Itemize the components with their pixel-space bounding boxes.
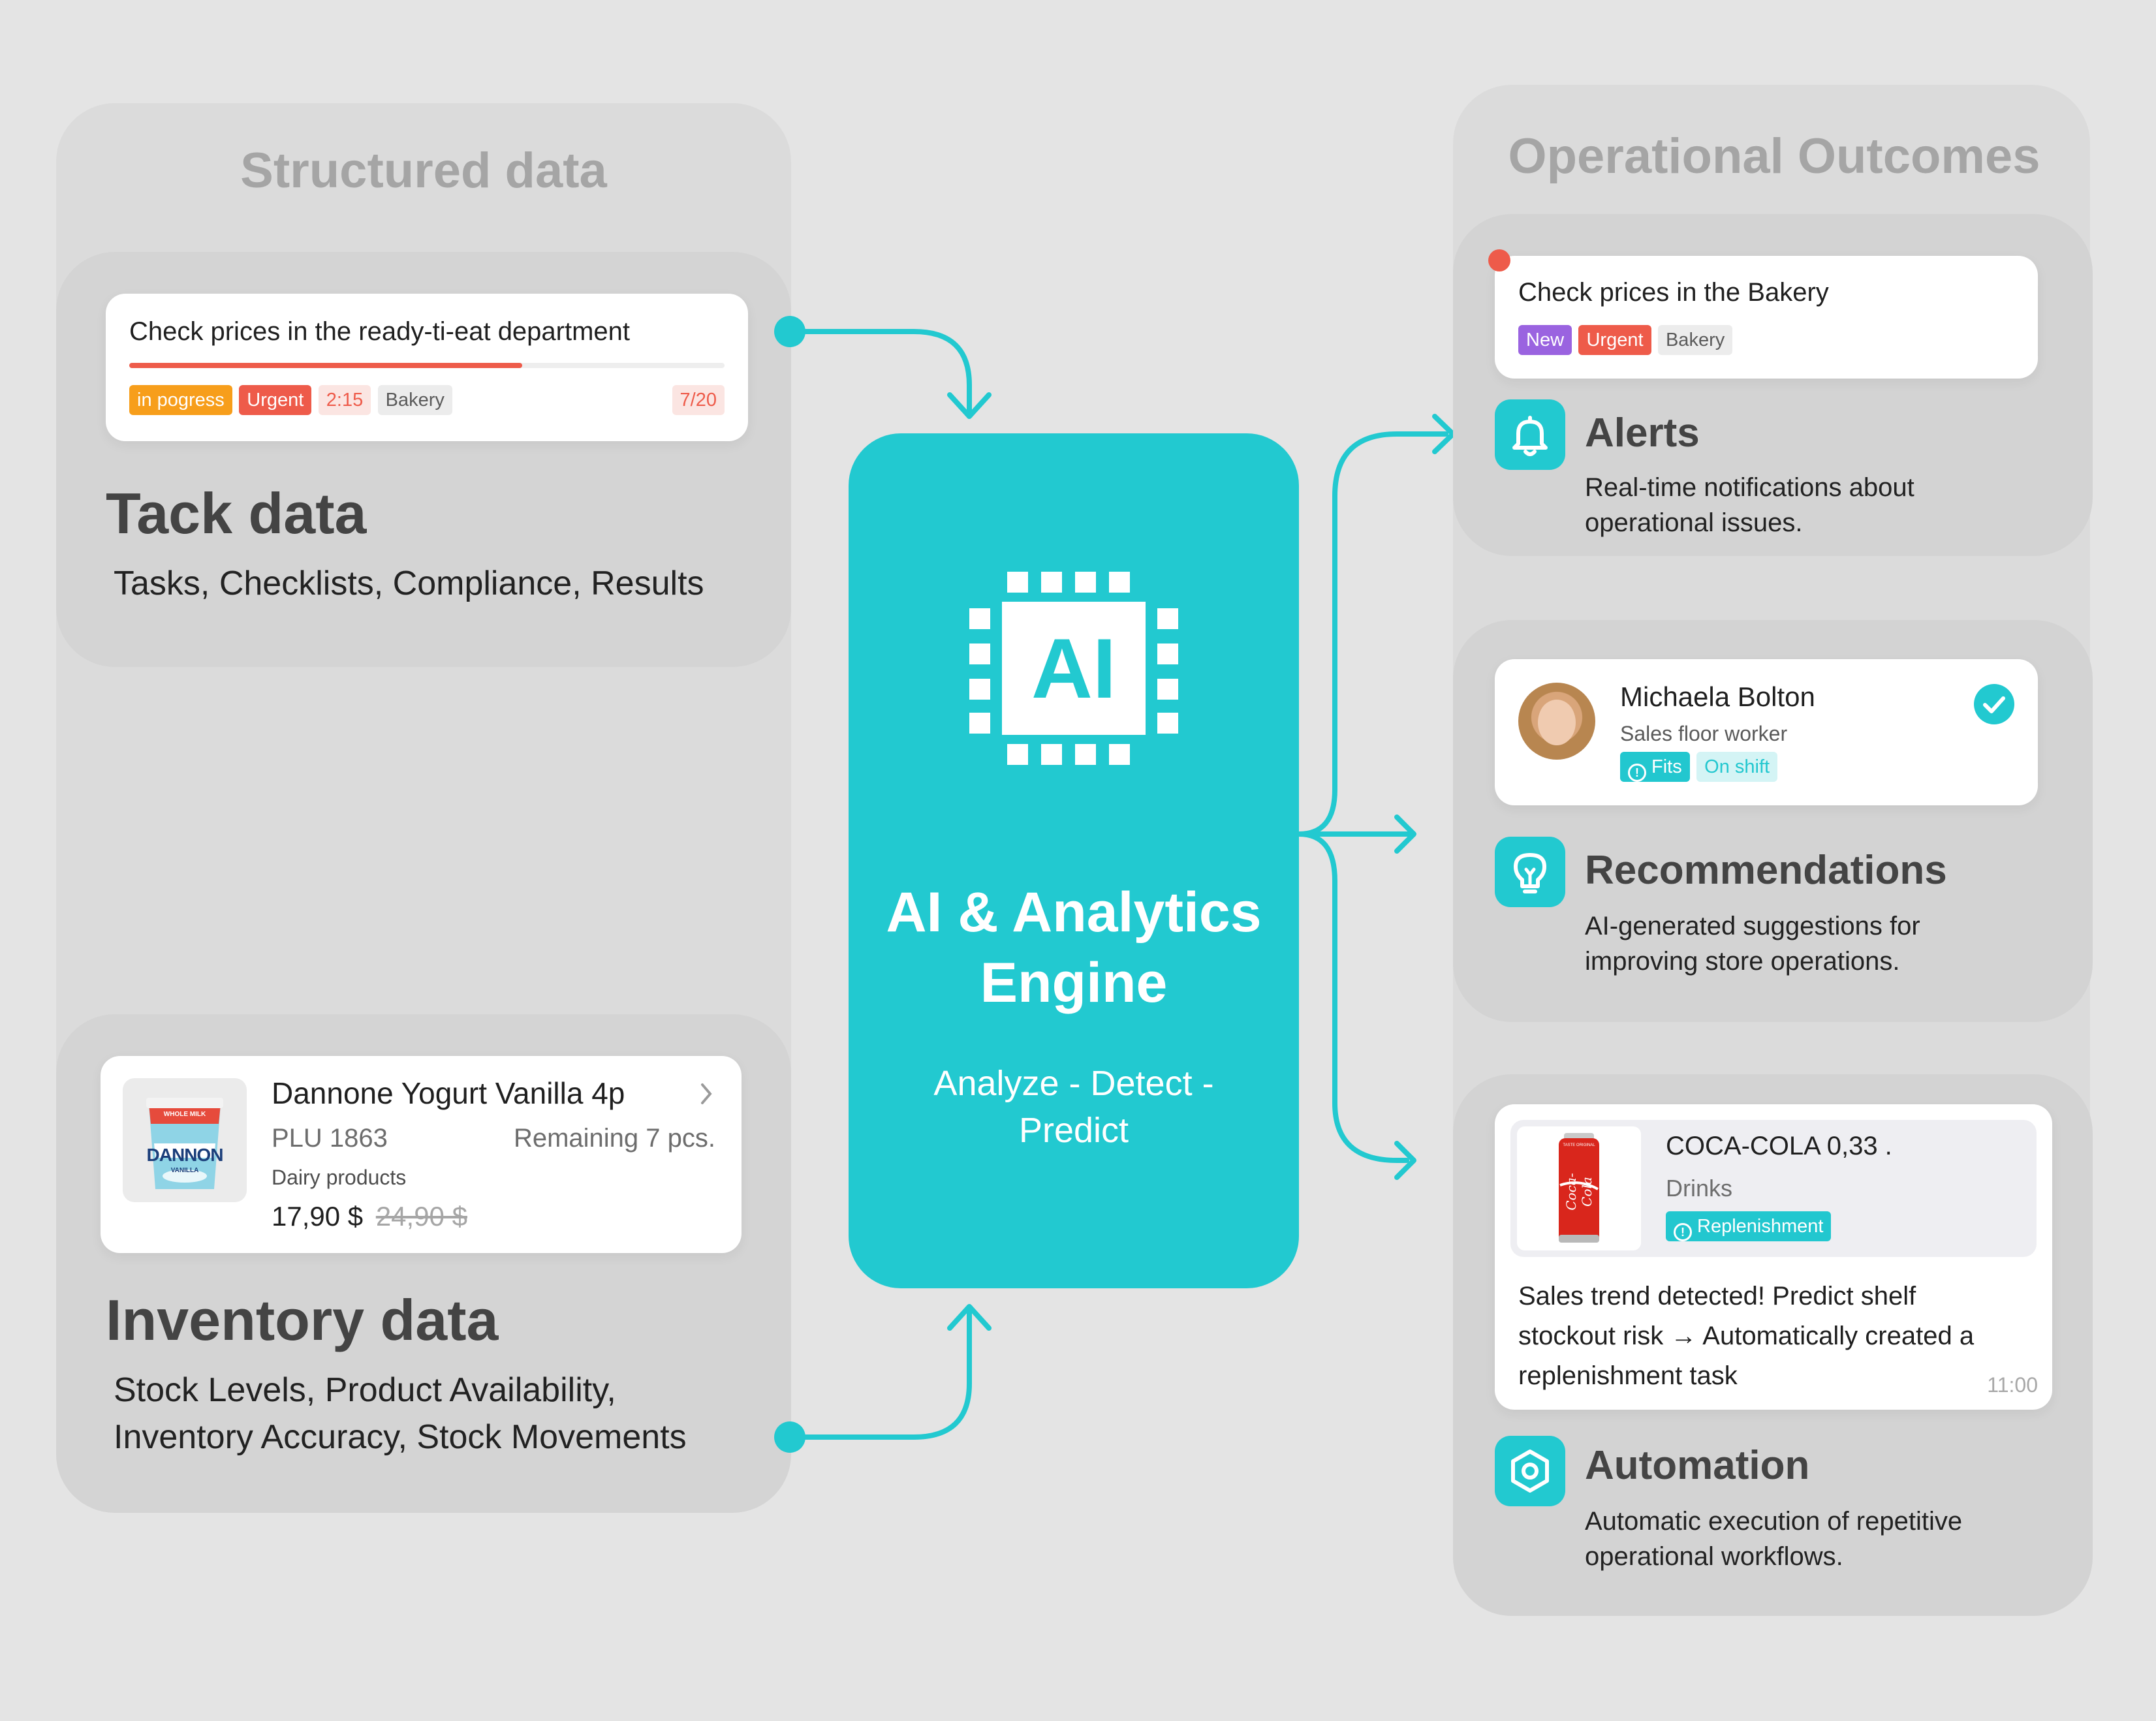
- product-category: Dairy products: [272, 1166, 407, 1189]
- task-data-subtitle: Tasks, Checklists, Compliance, Results: [114, 565, 704, 602]
- old-price: 24,90 $: [375, 1201, 467, 1232]
- chip-label: AI: [1031, 621, 1116, 716]
- task-count-badge: 7/20: [672, 385, 725, 415]
- engine-title: AI & Analytics Engine: [849, 877, 1299, 1018]
- product-price: 17,90 $ 24,90 $: [272, 1201, 467, 1232]
- engine-title-line-1: AI & Analytics: [886, 881, 1262, 944]
- person-name: Michaela Bolton: [1620, 681, 1815, 712]
- connector-inventory-to-engine: [787, 1309, 972, 1440]
- new-badge: New: [1518, 325, 1572, 355]
- replenishment-product-category: Drinks: [1666, 1175, 1733, 1202]
- product-plu: PLU 1863: [272, 1124, 388, 1153]
- product-image-brand: DANNON: [146, 1145, 224, 1165]
- replenishment-card[interactable]: Coca-Cola TASTE ORIGINAL COCA-COLA 0,33 …: [1495, 1104, 2052, 1410]
- lightbulb-icon: [1514, 853, 1546, 893]
- task-card-title: Check prices in the ready-ti-eat departm…: [129, 317, 631, 346]
- chevron-right-icon[interactable]: [696, 1081, 715, 1107]
- engine-title-line-2: Engine: [980, 952, 1168, 1014]
- engine-subtitle: Analyze - Detect - Predict: [849, 1060, 1299, 1154]
- product-card[interactable]: DANNON WHOLE MILK VANILLA Dannone Yogurt…: [101, 1056, 742, 1253]
- person-card[interactable]: Michaela Bolton Sales floor worker !Fits…: [1495, 659, 2038, 805]
- status-badge: in pogress: [129, 385, 232, 415]
- alerts-desc-2: operational issues.: [1585, 508, 1803, 537]
- replenishment-product-row: Coca-Cola TASTE ORIGINAL COCA-COLA 0,33 …: [1510, 1120, 2037, 1257]
- info-icon: !: [1674, 1223, 1692, 1241]
- bell-icon: [1512, 416, 1548, 456]
- replenishment-product-name: COCA-COLA 0,33 .: [1666, 1132, 1892, 1160]
- automation-desc-1: Automatic execution of repetitive: [1585, 1507, 1963, 1536]
- fits-badge: !Fits: [1620, 752, 1690, 782]
- arrowhead-recommendations: [1394, 814, 1416, 854]
- alert-card[interactable]: Check prices in the Bakery New Urgent Ba…: [1488, 249, 2038, 379]
- alerts-title: Alerts: [1585, 411, 1700, 456]
- message-time: 11:00: [1987, 1373, 2038, 1397]
- recommendations-icon-box: [1495, 837, 1565, 907]
- person-role: Sales floor worker: [1620, 722, 1788, 745]
- on-shift-badge: On shift: [1696, 752, 1778, 782]
- can-brand: Coca-Cola: [1563, 1173, 1595, 1211]
- structured-data-title: Structured data: [240, 143, 607, 198]
- ai-analytics-engine: AI AI & Analytics Engine Analyze - Detec…: [849, 433, 1299, 1288]
- message-line-1: Sales trend detected! Predict shelf: [1518, 1282, 1916, 1310]
- urgent-badge: Urgent: [1578, 325, 1651, 355]
- product-image-top: WHOLE MILK: [163, 1111, 206, 1118]
- person-tags: !Fits On shift: [1620, 752, 1781, 782]
- inventory-data-subtitle-1: Stock Levels, Product Availability,: [114, 1371, 616, 1409]
- automation-icon-box: [1495, 1436, 1565, 1506]
- recommendations-title: Recommendations: [1585, 848, 1947, 893]
- task-tags: in pogress Urgent 2:15 Bakery: [129, 385, 456, 415]
- task-progress-track: [129, 363, 725, 368]
- replenishment-message: Sales trend detected! Predict shelf stoc…: [1518, 1277, 1974, 1396]
- connector-to-alerts: [1296, 431, 1448, 837]
- arrowhead-inventory: [947, 1304, 992, 1331]
- info-icon: !: [1628, 764, 1646, 782]
- check-circle-icon[interactable]: [1974, 684, 2014, 724]
- alerts-icon-box: [1495, 399, 1565, 470]
- soda-can-icon: [1559, 1133, 1599, 1243]
- department-badge: Bakery: [377, 385, 452, 415]
- alert-card-title: Check prices in the Bakery: [1518, 278, 1829, 307]
- inventory-data-heading: Inventory data: [106, 1288, 499, 1352]
- automation-desc-2: operational workflows.: [1585, 1542, 1843, 1571]
- department-badge: Bakery: [1657, 325, 1733, 355]
- connector-to-automation: [1296, 831, 1409, 1163]
- engine-subtitle-line-1: Analyze - Detect -: [933, 1064, 1214, 1103]
- hexagon-gear-icon: [1511, 1450, 1549, 1493]
- arrowhead-automation: [1394, 1141, 1416, 1180]
- yogurt-cup-icon: [146, 1098, 223, 1189]
- avatar: [1518, 683, 1595, 760]
- connector-dot-inventory: [774, 1421, 805, 1453]
- message-line-2: stockout risk → Automatically created a: [1518, 1322, 1975, 1350]
- connector-dot-task: [774, 316, 805, 347]
- ai-chip-icon: [969, 572, 1178, 765]
- urgent-badge: Urgent: [239, 385, 312, 415]
- product-remaining: Remaining 7 pcs.: [513, 1124, 715, 1153]
- task-card[interactable]: Check prices in the ready-ti-eat departm…: [106, 294, 748, 441]
- task-progress-fill: [129, 363, 522, 368]
- time-badge: 2:15: [318, 385, 371, 415]
- alert-card-tags: New Urgent Bakery: [1518, 325, 1736, 355]
- current-price: 17,90 $: [272, 1201, 364, 1232]
- alert-dot: [1488, 249, 1510, 271]
- alerts-desc-1: Real-time notifications about: [1585, 473, 1914, 502]
- product-image: DANNON WHOLE MILK VANILLA: [123, 1078, 247, 1202]
- replenishment-tags: !Replenishment: [1666, 1211, 1835, 1241]
- recommendations-desc-2: improving store operations.: [1585, 947, 1900, 976]
- inventory-data-subtitle-2: Inventory Accuracy, Stock Movements: [114, 1418, 687, 1456]
- task-data-heading: Tack data: [106, 481, 367, 546]
- product-image: Coca-Cola TASTE ORIGINAL: [1517, 1126, 1641, 1250]
- connector-task-to-engine: [787, 329, 972, 414]
- automation-title: Automation: [1585, 1443, 1810, 1488]
- can-small-text: TASTE ORIGINAL: [1563, 1143, 1595, 1147]
- recommendations-desc-1: AI-generated suggestions for: [1585, 912, 1920, 940]
- message-line-3: replenishment task: [1518, 1361, 1738, 1390]
- product-image-bottom: VANILLA: [170, 1167, 199, 1174]
- replenishment-badge: !Replenishment: [1666, 1211, 1832, 1241]
- engine-subtitle-line-2: Predict: [1018, 1111, 1129, 1150]
- operational-outcomes-title: Operational Outcomes: [1508, 129, 2040, 184]
- arrowhead-task: [947, 392, 992, 419]
- product-name: Dannone Yogurt Vanilla 4p: [272, 1076, 625, 1110]
